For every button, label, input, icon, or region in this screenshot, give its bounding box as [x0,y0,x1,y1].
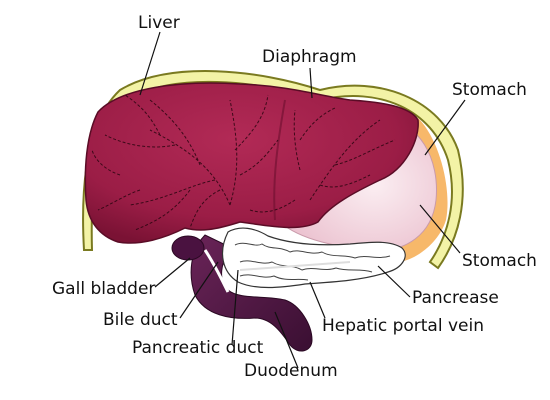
label-stomach-top: Stomach [452,80,527,100]
label-duodenum: Duodenum [244,361,338,381]
gall-bladder [171,235,205,261]
label-diaphragm: Diaphragm [262,47,357,67]
leader-lines [139,31,466,369]
liver [84,82,419,244]
label-stomach-right: Stomach [462,251,537,271]
liver-lobe-line [273,99,286,221]
stomach-orange-edge [395,118,448,262]
pancreatic-duct [239,261,351,271]
label-hepatic-portal-vein: Hepatic portal vein [322,316,484,336]
label-bile-duct: Bile duct [103,310,178,330]
label-pancreatic-duct: Pancreatic duct [132,338,264,358]
label-liver: Liver [138,13,180,33]
pancreas [221,227,406,289]
label-gall-bladder: Gall bladder [52,279,155,299]
liver-vessels [91,94,396,231]
bile-duct [203,249,230,293]
pancreas-lobules [234,242,391,281]
label-pancreas: Pancrease [412,288,499,308]
